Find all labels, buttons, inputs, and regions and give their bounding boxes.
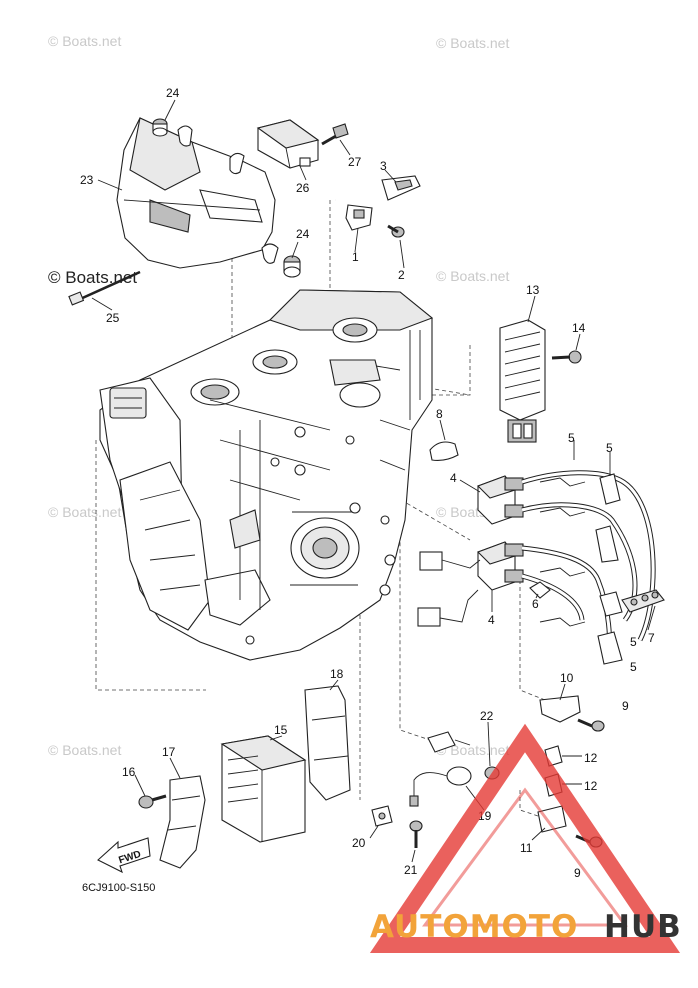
callout-23: 23 bbox=[80, 173, 94, 187]
part-holder-11 bbox=[537, 805, 567, 833]
callout-numbers: 1 2 3 4 4 5 5 5 5 6 7 8 9 9 10 11 12 12 … bbox=[80, 86, 655, 880]
part-ignition-coil-upper bbox=[477, 475, 524, 525]
fwd-arrow-icon: FWD bbox=[97, 837, 151, 874]
part-bolt-9-upper bbox=[577, 718, 605, 732]
part-grommet-top bbox=[152, 118, 168, 137]
callout-7: 7 bbox=[648, 631, 655, 645]
leader-lines bbox=[91, 99, 656, 863]
callout-8: 8 bbox=[436, 407, 443, 421]
callout-6: 6 bbox=[532, 597, 539, 611]
part-sensor-plug bbox=[427, 731, 471, 753]
callout-5: 5 bbox=[568, 431, 575, 445]
callout-12: 12 bbox=[584, 779, 598, 793]
part-bracket-10 bbox=[539, 695, 581, 723]
engine-block bbox=[99, 289, 434, 661]
callout-2: 2 bbox=[398, 268, 405, 282]
callout-12: 12 bbox=[584, 751, 598, 765]
callout-4: 4 bbox=[450, 471, 457, 485]
logo-text-right: HUB bbox=[604, 909, 682, 945]
callout-24: 24 bbox=[166, 86, 180, 100]
callout-1: 1 bbox=[352, 250, 359, 264]
part-bolt-16 bbox=[138, 794, 167, 809]
callout-5: 5 bbox=[606, 441, 613, 455]
callout-11: 11 bbox=[520, 841, 533, 855]
part-clip-8 bbox=[429, 441, 459, 461]
callout-14: 14 bbox=[572, 321, 586, 335]
watermark-text: © Boats.net bbox=[48, 504, 121, 520]
callout-17: 17 bbox=[162, 745, 176, 759]
callout-9: 9 bbox=[622, 699, 629, 713]
part-relay bbox=[256, 119, 320, 169]
logo-text-left: AUTOMOTO bbox=[370, 909, 578, 945]
callout-20: 20 bbox=[352, 836, 366, 850]
part-ecm-15 bbox=[220, 735, 307, 843]
part-bracket-18 bbox=[304, 685, 351, 801]
callout-10: 10 bbox=[560, 671, 574, 685]
part-cable-tie bbox=[68, 270, 141, 306]
callout-15: 15 bbox=[274, 723, 288, 737]
part-bolt-14 bbox=[551, 350, 582, 364]
part-bracket-17 bbox=[159, 775, 206, 869]
watermark-text: © Boats.net bbox=[436, 35, 509, 51]
callout-13: 13 bbox=[526, 283, 540, 297]
watermark-text: © Boats.net bbox=[436, 742, 509, 758]
diagram-code: 6CJ9100-S150 bbox=[82, 882, 155, 894]
callout-3: 3 bbox=[380, 159, 387, 173]
callout-5: 5 bbox=[630, 660, 637, 674]
automotohub-logo: AUTOMOTO HUB bbox=[369, 723, 682, 953]
watermark-text: © Boats.net bbox=[48, 33, 121, 49]
callout-5: 5 bbox=[630, 635, 637, 649]
part-clamp-1 bbox=[345, 204, 373, 231]
callout-21: 21 bbox=[404, 863, 418, 877]
watermark-text: © Boats.net bbox=[48, 268, 137, 287]
watermark-text: © Boats.net bbox=[436, 268, 509, 284]
part-cowling-cover bbox=[116, 117, 279, 269]
warning-triangle-icon bbox=[369, 723, 681, 953]
part-ignition-coil-lower bbox=[477, 541, 524, 591]
part-connector-lower bbox=[417, 589, 479, 627]
part-connector-upper bbox=[419, 551, 481, 571]
callout-16: 16 bbox=[122, 765, 136, 779]
part-bolt-21 bbox=[409, 820, 423, 848]
callout-18: 18 bbox=[330, 667, 344, 681]
part-clamp-20 bbox=[371, 805, 393, 827]
callout-24: 24 bbox=[296, 227, 310, 241]
part-spark-plugs bbox=[539, 477, 586, 627]
callout-27: 27 bbox=[348, 155, 362, 169]
callout-4: 4 bbox=[488, 613, 495, 627]
callout-25: 25 bbox=[106, 311, 120, 325]
part-holder-3 bbox=[381, 175, 421, 201]
part-bolt-2 bbox=[387, 224, 405, 238]
callout-9: 9 bbox=[574, 866, 581, 880]
part-grommet-side bbox=[283, 255, 301, 278]
part-clip-6 bbox=[529, 581, 551, 599]
callout-26: 26 bbox=[296, 181, 310, 195]
callout-22: 22 bbox=[480, 709, 494, 723]
watermark-text: © Boats.net bbox=[48, 742, 121, 758]
part-bolt-27 bbox=[321, 123, 349, 146]
part-rectifier-regulator bbox=[499, 319, 546, 443]
part-cord-holder-7 bbox=[621, 589, 665, 613]
part-thermo-sensor-19 bbox=[409, 766, 472, 807]
